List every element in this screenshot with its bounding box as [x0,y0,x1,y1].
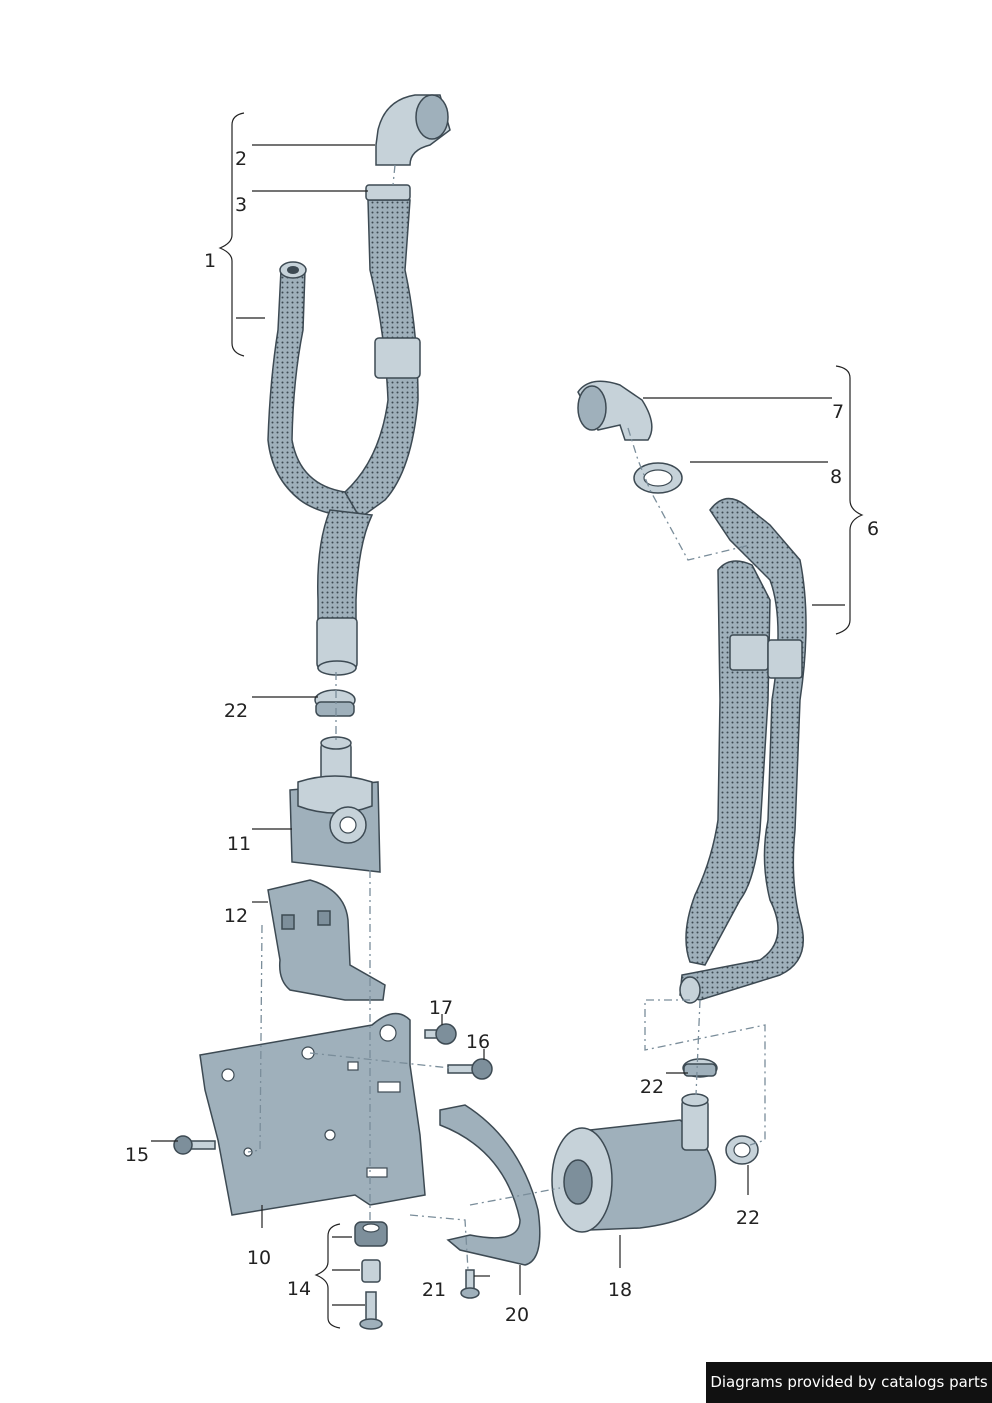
bolt-16 [447,1058,493,1080]
callout-12: 12 [224,905,248,927]
bracket-12 [267,879,386,1001]
callout-22-left: 22 [224,700,248,722]
leader-lines [151,144,845,1306]
hose-right-outer [679,497,807,1001]
bolt-21 [460,1269,480,1299]
callout-20: 20 [505,1304,529,1326]
callout-2: 2 [235,148,247,170]
callout-18: 18 [608,1279,632,1301]
callout-22-right: 22 [736,1207,760,1229]
callout-15: 15 [125,1144,149,1166]
strap-20 [439,1104,541,1266]
callout-7: 7 [832,401,844,423]
hose-right-inner [685,560,771,966]
callout-11: 11 [227,833,251,855]
callout-21: 21 [422,1279,446,1301]
hose-clamp-middle [682,1058,718,1078]
rubber-mount-14 [354,1221,388,1330]
callout-16: 16 [466,1031,490,1053]
brace-6 [835,365,864,635]
callout-14: 14 [287,1278,311,1300]
bolt-15 [173,1135,216,1155]
callout-6: 6 [867,518,879,540]
hose-clamp-right [725,1135,759,1165]
hose-assembly-right [577,380,807,1004]
callout-10: 10 [247,1247,271,1269]
mounting-plate-10 [199,1012,426,1216]
hose-clamp-left [314,689,356,717]
coolant-pump-18 [551,1093,717,1233]
assembly-lines [247,164,766,1271]
callout-22-middle: 22 [640,1076,664,1098]
catalog-credit-badge: Diagrams provided by catalogs parts [706,1362,992,1403]
callout-labels: 1 2 3 6 7 8 22 11 12 17 16 22 15 22 10 1… [125,148,879,1326]
bolt-17 [424,1023,457,1045]
hose-assembly-left [267,94,451,676]
brace-1 [218,112,245,357]
callout-1: 1 [204,250,216,272]
callout-8: 8 [830,466,842,488]
spring-clamp-top [365,184,411,201]
callout-17: 17 [429,997,453,1019]
hose-left-branch [267,269,362,519]
callout-3: 3 [235,194,247,216]
brace-14 [314,1223,341,1329]
coolant-pump-11 [289,736,381,873]
